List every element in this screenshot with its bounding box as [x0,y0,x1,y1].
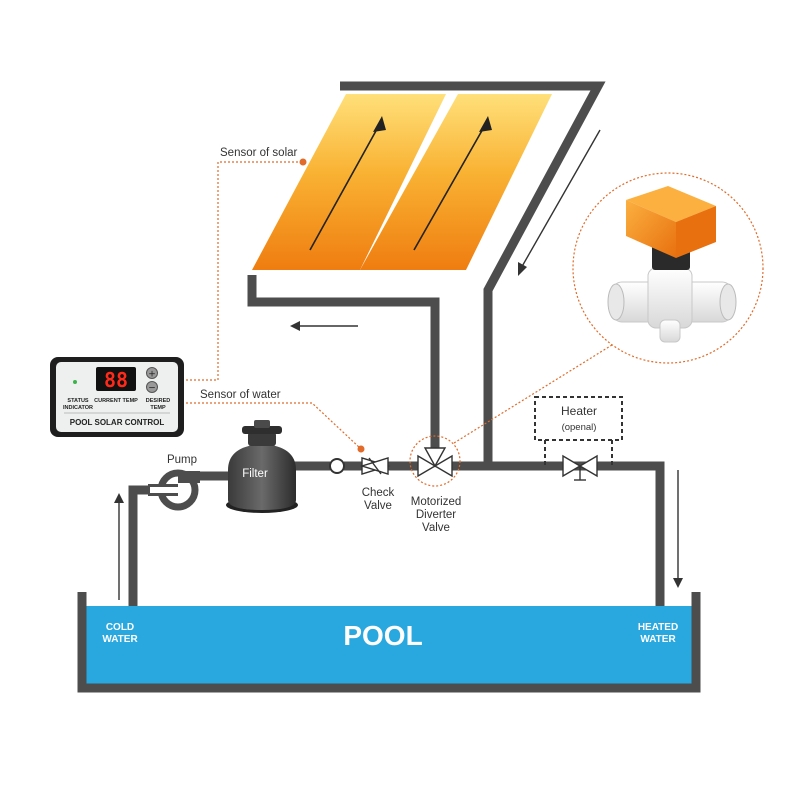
motorized-diverter-valve-icon: Motorized Diverter Valve [409,435,462,534]
pipe-network [128,81,665,606]
current-temp-label: CURRENT TEMP [94,398,138,404]
flow-arrow-icon [673,470,683,588]
plus-glyph: + [148,370,156,380]
panel-flow-arrow-left-head [373,116,386,132]
sensor-leaders: Sensor of solar Sensor of water [186,147,365,453]
sand-filter-icon: Filter [226,420,298,513]
callout-leader [453,339,621,444]
solar-sensor-dot [299,158,307,166]
flow-arrow-icon [518,129,601,276]
pipe-solar-return [340,81,606,466]
pool-basin-wall [77,592,701,693]
pipe-intake [128,485,170,606]
pump-label: Pump [167,454,197,466]
water-sensor-leader [186,402,361,449]
cold-water-label-2: WATER [102,634,138,645]
panel-flow-arrow-right-head [479,116,492,132]
controller-title: POOL SOLAR CONTROL [70,418,165,427]
diverter-valve-label-2: Diverter [416,509,456,521]
flow-arrow-icon [114,493,124,600]
desired-temp-label: DESIRED [146,398,170,404]
check-valve-label-2: Valve [364,500,392,512]
minus-glyph: − [148,384,156,394]
heater-note: (openal) [562,422,597,433]
check-valve-label: Check [362,487,395,499]
pool-solar-controller-icon: 88 + − STATUS INDICATOR CURRENT TEMP DES… [50,357,184,437]
cold-water-label: COLD [106,622,134,633]
status-led-icon [73,380,77,384]
flow-arrows [114,129,683,600]
status-indicator-label-2: INDICATOR [63,405,93,411]
solar-panel-right [360,94,552,270]
solar-panel-left [252,94,446,270]
check-valve-icon: Check Valve [329,457,395,512]
solar-collector [252,94,552,270]
pool-label: POOL [343,620,422,651]
solar-sensor-leader [217,161,302,380]
pool-water [86,606,692,684]
sensor-of-solar-label: Sensor of solar [220,147,298,159]
minus-button [146,381,158,393]
heated-water-label-2: WATER [640,634,676,645]
panel-flow-arrow-left [309,119,383,251]
motorized-ball-valve-icon [607,186,737,343]
motorized-valve-callout [453,172,764,444]
plus-button [146,367,158,379]
status-indicator-label: STATUS [67,398,89,404]
heater-bypass: Heater (openal) [534,396,623,481]
diverter-valve-label-3: Valve [422,522,450,534]
heated-water-label: HEATED [638,622,678,633]
heater-bypass-line [544,440,613,466]
filter-label: Filter [242,468,268,480]
pool: POOL COLD WATER HEATED WATER [77,592,701,693]
heater-label: Heater [561,404,597,418]
pump-icon: Pump [148,454,200,511]
heater-box [534,396,623,441]
diverter-valve-label: Motorized [411,496,462,508]
pipe-solar-supply [247,275,440,450]
panel-flow-arrow-right [413,119,489,251]
sensor-of-water-label: Sensor of water [200,389,281,401]
water-sensor-dot [357,445,365,453]
controller-display: 88 [104,368,128,392]
gate-valve-icon [562,454,598,481]
flow-arrow-icon [290,321,358,331]
desired-temp-label-2: TEMP [150,405,166,411]
pipe-diverter-to-return [452,461,665,606]
